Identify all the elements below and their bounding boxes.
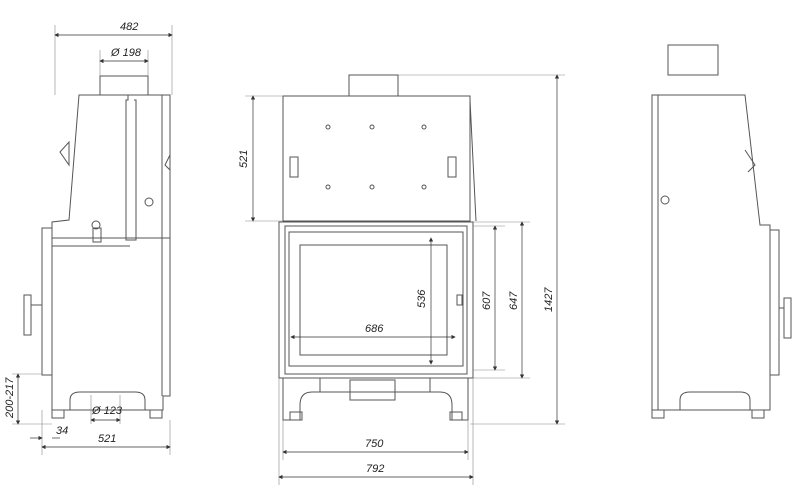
dim-base-depth: 521 (98, 433, 116, 445)
dim-leg-height: 200-217 (4, 377, 16, 419)
dim-door-height: 607 (481, 291, 493, 310)
dim-side-depth: 482 (120, 21, 138, 33)
dim-air-inlet: Ø 123 (91, 405, 123, 417)
dim-total-width: 792 (366, 463, 384, 475)
dim-hood-height: 521 (238, 150, 250, 168)
dim-flue-diameter: Ø 198 (110, 47, 142, 59)
door-handle-icon (23, 294, 32, 336)
dim-door-offset: 34 (56, 425, 68, 437)
dim-frame-height: 647 (508, 291, 520, 310)
hood-bolts (325, 124, 427, 190)
dim-total-height: 1427 (543, 287, 555, 312)
left-side-view: 482 Ø 198 521 34 200-217 Ø 123 (4, 21, 173, 455)
dim-glass-height: 536 (416, 289, 428, 308)
dim-glass-width: 686 (365, 323, 384, 335)
door-handle-icon (783, 297, 792, 339)
front-view: 521 536 686 607 647 1427 750 792 (238, 74, 565, 485)
dim-body-width: 750 (365, 438, 384, 450)
right-side-view (651, 44, 792, 419)
